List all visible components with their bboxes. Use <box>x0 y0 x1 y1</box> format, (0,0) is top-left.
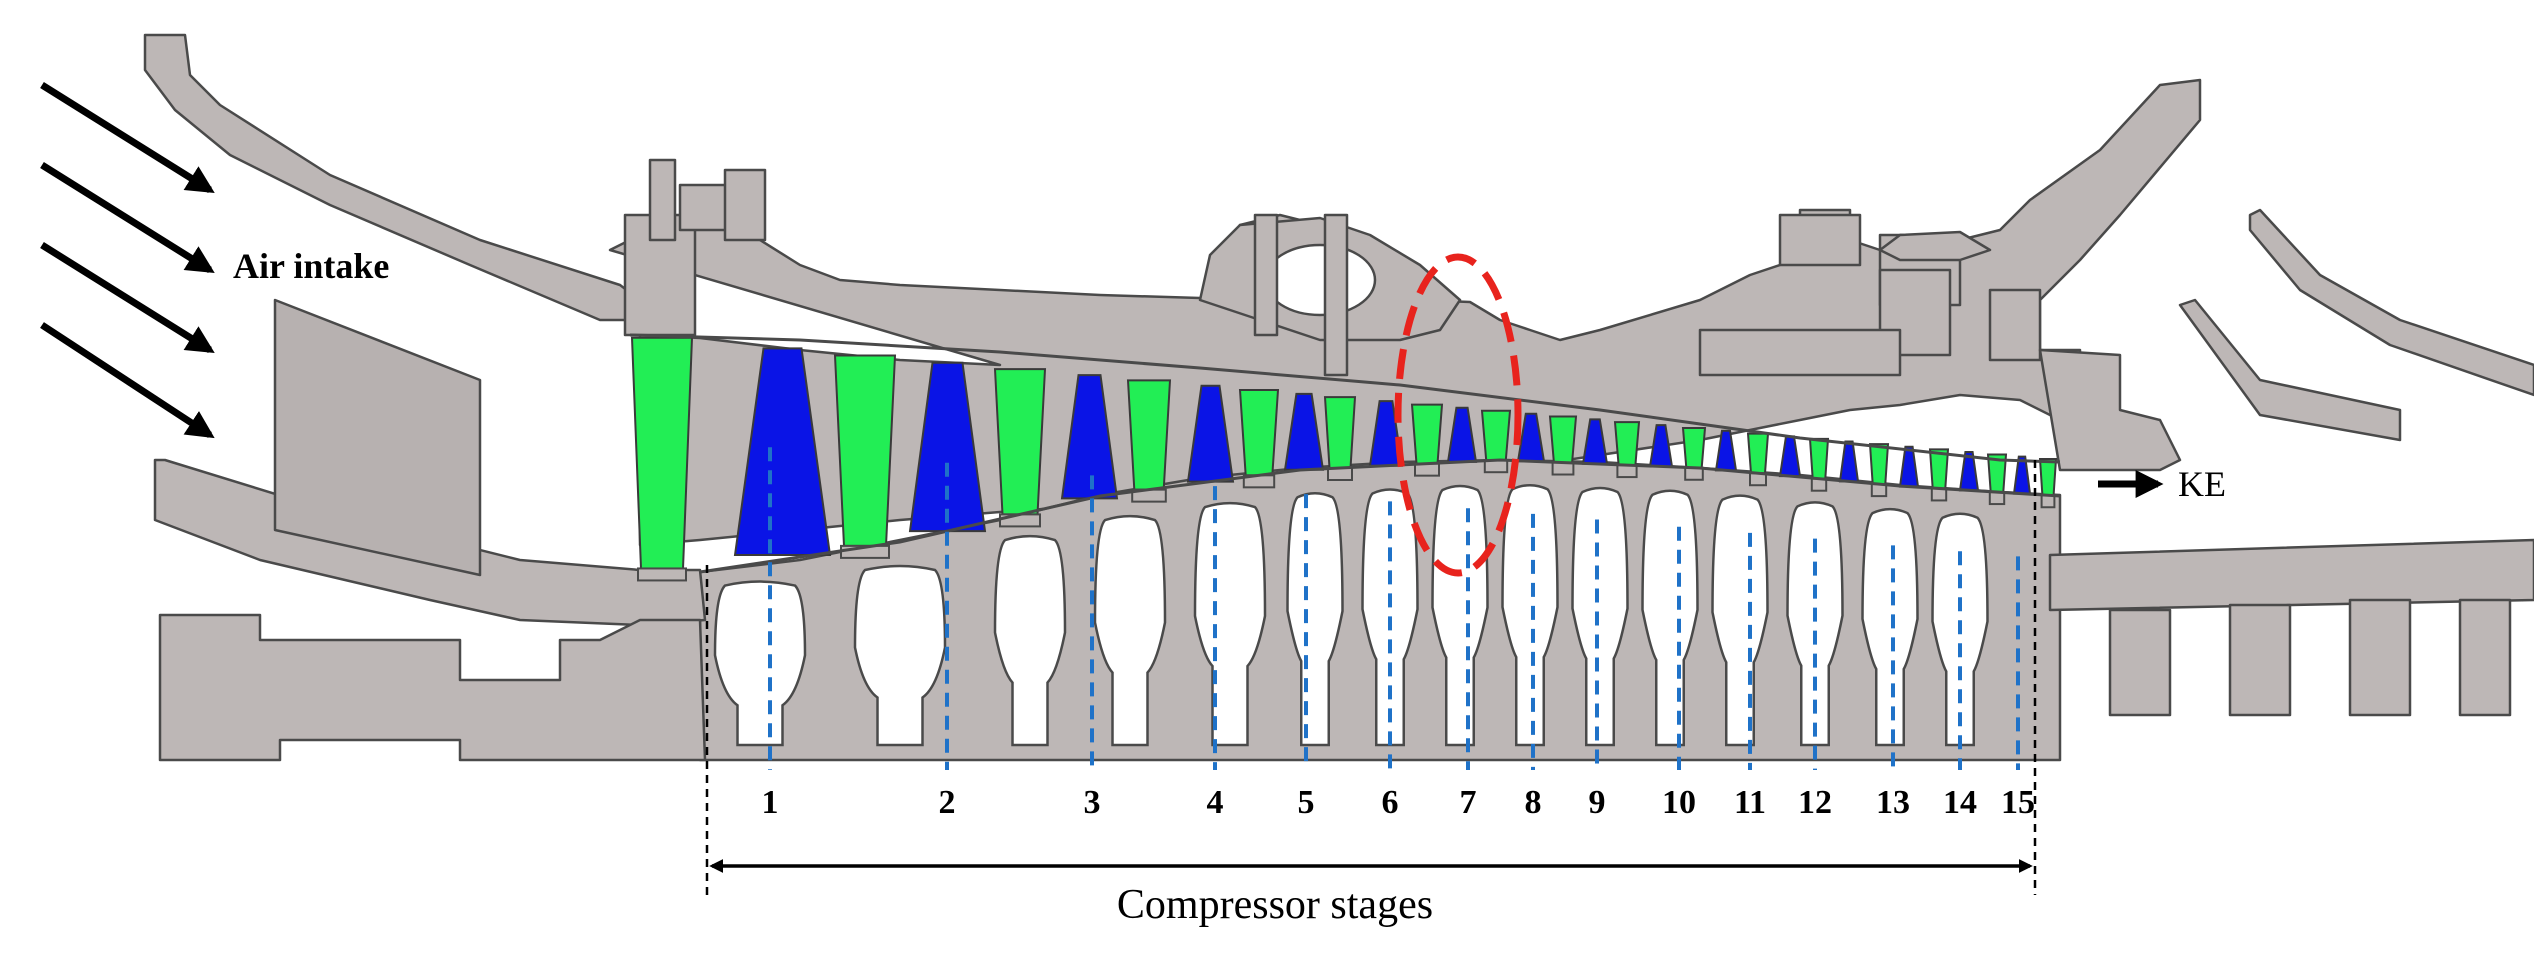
stator-vane-row <box>1410 403 1444 465</box>
air-intake-arrows <box>40 82 215 439</box>
stator-vane-row <box>1746 432 1770 475</box>
intake-duct-upper <box>143 33 642 322</box>
disk-cavity <box>1093 514 1167 747</box>
stator-vane-row <box>1323 396 1357 469</box>
disk-cavity <box>713 580 807 747</box>
disk-cavity <box>1193 501 1267 747</box>
intake-arrow-2 <box>40 162 215 273</box>
stator-vane-row <box>630 336 694 570</box>
stage-number-12: 12 <box>1798 784 1832 821</box>
stator-vane-root <box>637 567 687 582</box>
disk-cavity <box>1641 489 1699 747</box>
exit-strut-4 <box>2458 598 2512 717</box>
rotor-disk-cavities <box>713 483 1989 747</box>
stage-number-5: 5 <box>1298 784 1315 821</box>
axis-caption: Compressor stages <box>1117 882 1433 928</box>
casing-flange-2 <box>648 158 677 242</box>
stage-number-10: 10 <box>1662 784 1696 821</box>
rotor-blade-row <box>1060 374 1119 500</box>
stage-number-3: 3 <box>1084 784 1101 821</box>
stator-vane-row <box>1548 415 1578 464</box>
stage-number-13: 13 <box>1876 784 1910 821</box>
rotor-blade-row <box>1778 435 1802 478</box>
exit-casing <box>2038 348 2182 472</box>
stator-vane-root <box>1616 464 1638 479</box>
stage-number-4: 4 <box>1207 784 1224 821</box>
right-dome <box>1878 230 1992 262</box>
stator-vane-root <box>2040 494 2056 509</box>
stage-number-2: 2 <box>939 784 956 821</box>
intake-arrow-1 <box>40 82 215 193</box>
stator-vane-row <box>993 368 1047 516</box>
blade-rows <box>630 336 2058 582</box>
rotor-blade-row <box>1186 384 1235 483</box>
highlight-ellipse <box>1394 253 1522 577</box>
intake-arrow-4 <box>40 322 215 439</box>
rotor-blade-row <box>908 361 987 533</box>
stator-vane-row <box>1613 421 1641 467</box>
stage-number-15: 15 <box>2001 784 2035 821</box>
diffuser-vane-lower <box>2178 298 2402 442</box>
stage-number-6: 6 <box>1382 784 1399 821</box>
stator-vane-row <box>833 354 897 547</box>
intake-screen <box>273 298 482 577</box>
rotor-blade-row <box>1838 440 1860 483</box>
disk-cavity <box>1286 492 1344 747</box>
right-housing-5 <box>1698 328 1902 377</box>
right-housing-4 <box>1988 288 2042 362</box>
exit-strut-2 <box>2228 603 2292 717</box>
disk-cavity <box>993 534 1067 747</box>
disk-cavity <box>853 564 947 747</box>
bleed-valve-stem-2 <box>1323 213 1349 377</box>
stage-number-11: 11 <box>1734 784 1766 821</box>
bleed-chamber-cavity <box>1263 243 1377 317</box>
exit-strut-1 <box>2108 608 2172 717</box>
stator-vane-row <box>1808 437 1830 480</box>
disk-cavity <box>1501 483 1559 747</box>
stator-vane-root <box>1551 461 1575 476</box>
bleed-valve-stem-1 <box>1253 213 1279 337</box>
stator-vane-row <box>1868 443 1890 486</box>
disk-cavity <box>1711 494 1769 747</box>
disk-cavity <box>1571 486 1629 747</box>
disk-cavity <box>1431 484 1489 747</box>
left-bearing-housing <box>158 613 707 762</box>
exit-label: KE <box>2178 464 2226 504</box>
casing-flange-4 <box>723 168 767 242</box>
intake-arrow-3 <box>40 242 215 353</box>
stage-number-9: 9 <box>1589 784 1606 821</box>
stage-number-7: 7 <box>1460 784 1477 821</box>
disk-cavity <box>1861 507 1919 747</box>
stator-vane-row <box>1681 427 1707 469</box>
stator-vane-root <box>1684 466 1704 481</box>
rotor-blade-row <box>733 347 832 557</box>
exit-strut-3 <box>2348 598 2412 717</box>
stator-vane-row <box>2038 457 2058 497</box>
stage-number-14: 14 <box>1943 784 1977 821</box>
right-housing-1 <box>1778 213 1862 267</box>
diffuser-vane-upper <box>2248 208 2534 397</box>
stage-number-1: 1 <box>762 784 779 821</box>
stage-number-8: 8 <box>1525 784 1542 821</box>
annulus-outline-top <box>629 333 2061 464</box>
disk-cavity <box>1786 501 1844 747</box>
air-intake-label: Air intake <box>233 246 389 286</box>
rotor-blade-row <box>1898 445 1920 488</box>
stator-vane-row <box>1238 388 1280 477</box>
exit-struts-base <box>2048 538 2534 612</box>
stage-marker-lines <box>768 447 2020 770</box>
stator-vane-row <box>1126 379 1172 491</box>
stator-vane-row <box>1480 409 1512 462</box>
